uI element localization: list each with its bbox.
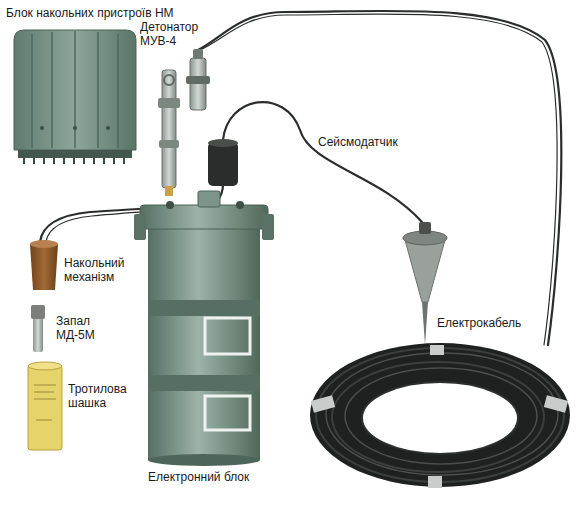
striker-mechanism	[30, 240, 58, 290]
detonator	[164, 75, 174, 85]
striker-unit-block	[24, 158, 124, 164]
striker-mechanism	[30, 244, 58, 290]
striker-unit-block	[14, 30, 136, 164]
seismic-sensor	[419, 222, 431, 234]
electronic-block	[205, 396, 250, 430]
cable-coil	[310, 343, 570, 487]
connector-cylinder	[208, 139, 238, 147]
electronic-block	[148, 300, 260, 316]
part-label: Накольний механізм	[64, 256, 144, 284]
cable-coil	[544, 395, 568, 412]
electronic-block	[205, 318, 250, 354]
detonator	[158, 98, 180, 108]
cable-coil	[362, 382, 518, 454]
detonator	[159, 140, 179, 148]
part-label: Сейсмодатчик	[318, 135, 398, 149]
striker-unit-block	[73, 126, 77, 130]
connector-cylinder	[208, 142, 238, 186]
striker-mechanism	[30, 240, 58, 248]
electronic-block	[236, 201, 244, 209]
cable-coil	[332, 362, 544, 472]
electronic-block	[140, 205, 268, 229]
detonator	[158, 49, 210, 196]
fuse	[31, 305, 45, 319]
part-label: Електрокабель	[437, 316, 521, 330]
detonator	[193, 49, 203, 59]
detonator	[186, 76, 210, 84]
cable-coil	[345, 368, 537, 464]
tnt-block	[28, 362, 62, 370]
electronic-block	[148, 225, 260, 460]
tnt-block	[28, 365, 62, 450]
electronic-block	[166, 201, 174, 209]
detonator	[165, 186, 173, 196]
striker-unit-block	[32, 31, 118, 148]
striker-unit-block	[14, 30, 136, 150]
connector-cylinder	[208, 139, 238, 186]
cable-coil	[316, 348, 564, 482]
part-label: Блок накольних пристроїв НМ	[6, 6, 174, 20]
cable-coil	[310, 343, 570, 488]
electronic-block	[262, 214, 274, 240]
cable-coil	[362, 382, 518, 454]
fuse	[33, 318, 43, 352]
striker-unit-block	[40, 126, 44, 130]
part-label: Запал МД-5М	[56, 314, 108, 342]
striker-unit-block	[106, 126, 110, 130]
wire	[223, 102, 422, 222]
electronic-block	[148, 375, 260, 391]
part-label: Електронний блок	[148, 470, 249, 484]
electronic-block	[198, 191, 220, 207]
tnt-block	[28, 362, 62, 450]
detonator	[162, 70, 176, 188]
cable-coil	[311, 395, 335, 412]
cable-coil	[428, 476, 442, 488]
striker-unit-block	[18, 150, 132, 158]
electronic-block	[134, 214, 146, 240]
electronic-block	[148, 454, 260, 466]
part-label: Тротилова шашка	[68, 382, 140, 410]
seismic-sensor	[405, 240, 445, 302]
cable-coil	[430, 345, 444, 355]
electronic-block	[134, 191, 274, 466]
seismic-sensor	[422, 302, 428, 345]
fuse	[31, 305, 45, 352]
cable-coil	[326, 353, 558, 475]
tnt-block	[34, 385, 56, 420]
part-label: Детонатор МУВ-4	[140, 20, 208, 48]
